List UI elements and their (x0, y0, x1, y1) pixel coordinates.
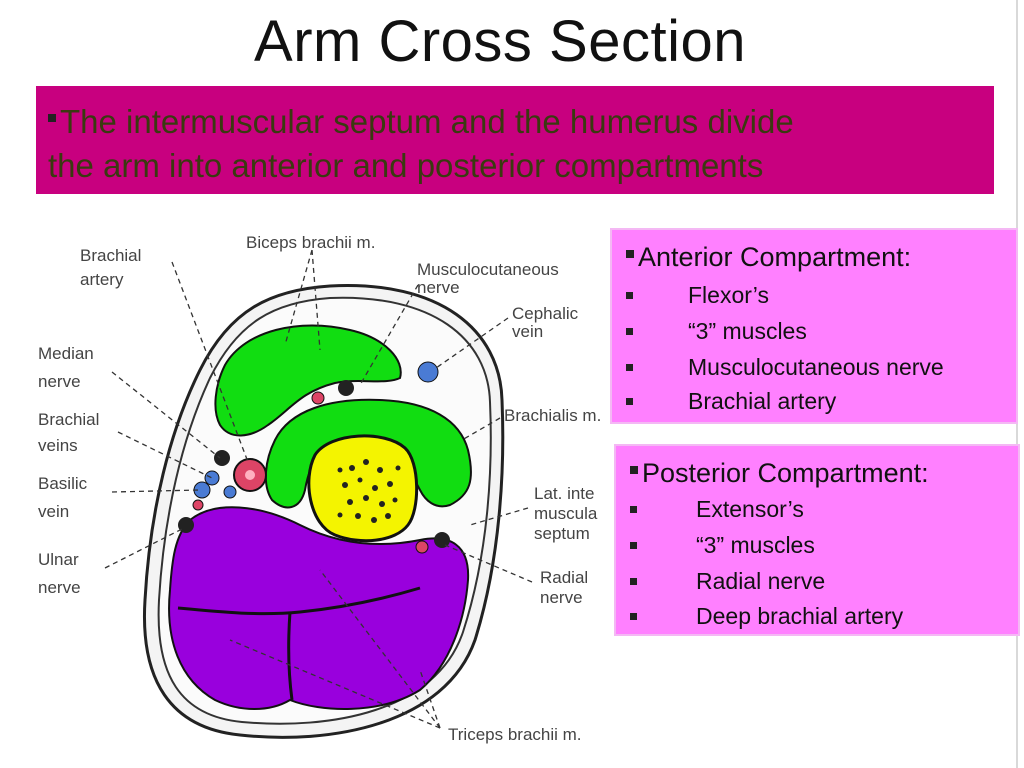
cephalic-vein-shape (417, 361, 439, 383)
brachialis-muscle (264, 398, 472, 509)
muscular-artery (311, 391, 325, 405)
slide-title: Arm Cross Section (254, 9, 746, 74)
anterior-compartment-box: Anterior Compartment: Flexor’s “3” muscl… (610, 228, 1018, 424)
bullet-icon (626, 249, 634, 258)
ulnar-nerve-shape (178, 517, 194, 533)
radial-nerve-shape (434, 532, 450, 548)
label-triceps: Triceps brachii m. (448, 725, 582, 744)
humerus-bone (307, 434, 419, 543)
triceps-muscle (168, 506, 470, 710)
brachial-vein-2 (223, 485, 237, 499)
summary-banner: The intermuscular septum and the humerus… (36, 86, 994, 194)
deep-brachial-artery-shape (415, 540, 429, 554)
triceps-septum (177, 586, 421, 616)
median-nerve-shape (214, 450, 230, 466)
arm-cross-section-diagram (104, 249, 533, 739)
banner-line-1: The intermuscular septum and the humerus… (60, 103, 794, 140)
banner-line-2: the arm into anterior and posterior comp… (48, 147, 764, 184)
superior-ulnar-artery (192, 499, 204, 511)
anterior-heading: Anterior Compartment: (626, 242, 911, 273)
bullet-icon (630, 465, 638, 474)
bullet-icon (48, 114, 56, 123)
musculocutaneous-nerve-shape (338, 380, 354, 396)
leader-lines (104, 249, 533, 729)
banner-text: The intermuscular septum and the humerus… (48, 100, 988, 188)
brachial-artery-lumen (245, 470, 255, 480)
bone-marrow (337, 459, 401, 523)
posterior-compartment-box: Posterior Compartment: Extensor’s “3” mu… (614, 444, 1020, 636)
triceps-division (287, 611, 294, 701)
posterior-heading: Posterior Compartment: (630, 458, 929, 489)
label-brachialis: Brachialis m. (504, 406, 602, 425)
label-biceps: Biceps brachii m. (246, 233, 376, 252)
brachial-vein-1 (204, 470, 220, 486)
